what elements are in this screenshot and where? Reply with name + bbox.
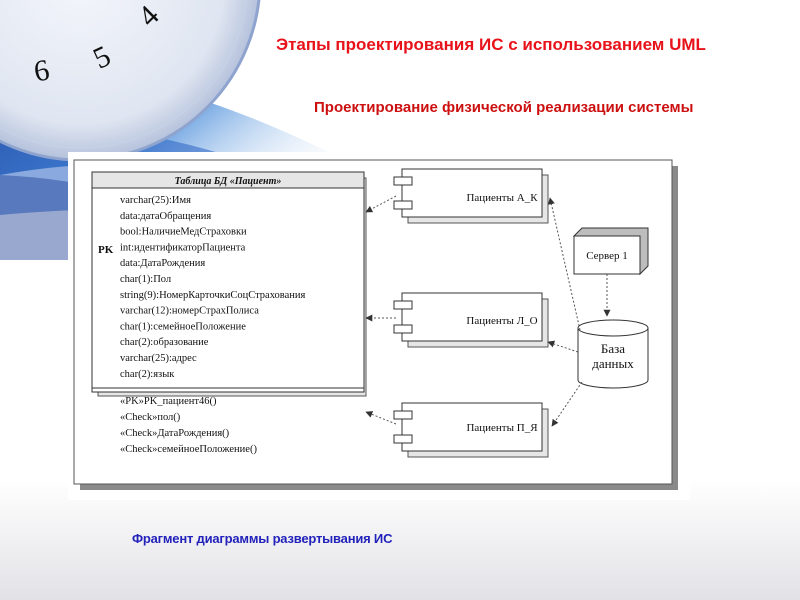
component-patients-pya: Пациенты П_Я bbox=[393, 402, 549, 458]
table-attribute: int:идентификаторПациента bbox=[120, 242, 246, 253]
table-attribute: data:датаОбращения bbox=[120, 211, 211, 222]
table-operation: «Check»семейноеПоложение() bbox=[120, 444, 257, 455]
diagram-panel: Таблица БД «Пациент» PK varchar(25):Имя d… bbox=[68, 152, 690, 500]
table-attribute: char(2):образование bbox=[120, 337, 209, 348]
server-node: Сервер 1 bbox=[572, 227, 649, 276]
slide-title: Этапы проектирования ИС с использованием… bbox=[276, 35, 706, 54]
component-label: Пациенты П_Я bbox=[466, 422, 538, 434]
table-attribute: char(2):язык bbox=[120, 369, 175, 380]
component-label: Пациенты А_К bbox=[466, 192, 538, 204]
deployment-diagram: Таблица БД «Пациент» PK varchar(25):Имя d… bbox=[73, 159, 678, 490]
component-label: Пациенты Л_О bbox=[466, 315, 537, 327]
table-header: Таблица БД «Пациент» bbox=[175, 176, 282, 187]
table-attribute: char(1):Пол bbox=[120, 274, 171, 285]
table-attribute: data:ДатаРождения bbox=[120, 258, 205, 269]
table-attribute: varchar(12):номерСтрахПолиса bbox=[120, 306, 259, 317]
database-node: База данных bbox=[577, 319, 649, 389]
table-operation: «Check»пол() bbox=[120, 412, 181, 423]
table-attribute: char(1):семейноеПоложение bbox=[120, 321, 246, 332]
component-patients-ak: Пациенты А_К bbox=[393, 168, 549, 224]
patient-table: Таблица БД «Пациент» PK varchar(25):Имя d… bbox=[91, 171, 367, 455]
table-operation: «Check»ДатаРождения() bbox=[120, 428, 230, 439]
clock-number: 6 bbox=[31, 53, 52, 88]
table-attribute: varchar(25):адрес bbox=[120, 353, 197, 364]
database-label-line1: База bbox=[601, 341, 625, 356]
diagram-caption: Фрагмент диаграммы развертывания ИС bbox=[132, 531, 393, 546]
database-label-line2: данных bbox=[592, 356, 634, 371]
pk-label: PK bbox=[98, 244, 114, 256]
slide-subtitle: Проектирование физической реализации сис… bbox=[314, 99, 694, 116]
table-attribute: string(9):НомерКарточкиСоцСтрахования bbox=[120, 290, 306, 301]
component-patients-lo: Пациенты Л_О bbox=[393, 292, 549, 348]
server-label: Сервер 1 bbox=[586, 250, 628, 262]
table-operation: «PK»PK_пациент46() bbox=[120, 396, 217, 407]
table-attribute: bool:НаличиеМедСтраховки bbox=[120, 227, 247, 238]
dependency-arrows bbox=[365, 195, 611, 427]
table-attribute: varchar(25):Имя bbox=[120, 195, 191, 206]
